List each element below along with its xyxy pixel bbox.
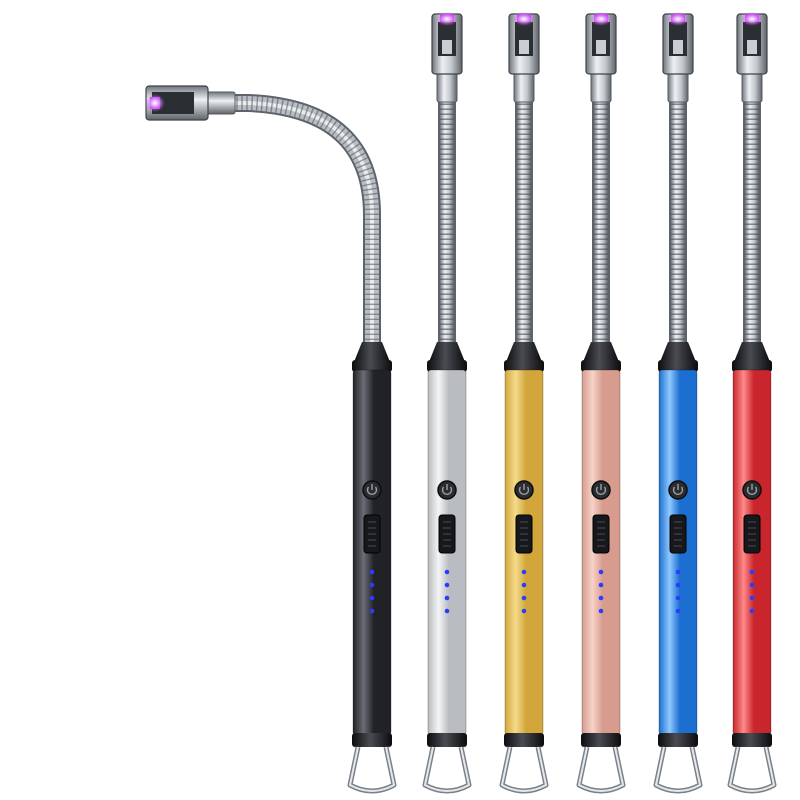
power-icon bbox=[366, 486, 378, 496]
head-neck bbox=[204, 91, 236, 115]
lighter-gold bbox=[499, 12, 549, 794]
flexible-hose bbox=[232, 96, 379, 345]
power-icon bbox=[595, 486, 607, 496]
battery-led bbox=[521, 569, 527, 575]
hose-coils bbox=[594, 100, 608, 346]
arc-glow bbox=[436, 12, 458, 26]
battery-led bbox=[369, 582, 375, 588]
battery-led bbox=[444, 569, 450, 575]
battery-led bbox=[675, 608, 681, 614]
battery-led bbox=[598, 608, 604, 614]
top-cap bbox=[732, 360, 772, 372]
arc-head-slot bbox=[442, 40, 452, 54]
hanging-ring-highlight bbox=[729, 746, 775, 792]
lighter-rose-gold bbox=[576, 12, 626, 794]
lighter-black bbox=[145, 85, 397, 794]
arc-glow bbox=[590, 12, 612, 26]
power-icon bbox=[672, 486, 684, 496]
hose-coils bbox=[671, 100, 685, 346]
top-cap bbox=[581, 360, 621, 372]
battery-led bbox=[369, 595, 375, 601]
battery-led bbox=[749, 595, 755, 601]
bottom-cap bbox=[732, 733, 772, 747]
arc-head-slot bbox=[519, 40, 529, 54]
battery-led bbox=[749, 608, 755, 614]
battery-led bbox=[598, 569, 604, 575]
top-cap bbox=[427, 360, 467, 372]
arc-glow bbox=[145, 94, 165, 112]
battery-led bbox=[598, 582, 604, 588]
top-collar bbox=[583, 342, 619, 362]
lighter-group bbox=[145, 12, 777, 794]
top-collar bbox=[734, 342, 770, 362]
top-cap bbox=[352, 360, 392, 372]
top-collar bbox=[660, 342, 696, 362]
top-collar bbox=[506, 342, 542, 362]
bottom-cap bbox=[427, 733, 467, 747]
top-cap bbox=[504, 360, 544, 372]
lighter-red bbox=[727, 12, 777, 794]
power-icon bbox=[746, 486, 758, 496]
battery-led bbox=[444, 582, 450, 588]
arc-head-slot bbox=[673, 40, 683, 54]
battery-led bbox=[521, 582, 527, 588]
battery-led bbox=[521, 608, 527, 614]
battery-led bbox=[675, 569, 681, 575]
head-neck bbox=[436, 71, 458, 103]
arc-head-slot bbox=[596, 40, 606, 54]
hanging-ring-highlight bbox=[655, 746, 701, 792]
battery-led bbox=[521, 595, 527, 601]
arc-glow bbox=[667, 12, 689, 26]
battery-led bbox=[369, 569, 375, 575]
hose-coils bbox=[517, 100, 531, 346]
arc-glow bbox=[741, 12, 763, 26]
bottom-cap bbox=[658, 733, 698, 747]
hanging-ring-highlight bbox=[578, 746, 624, 792]
head-neck bbox=[741, 71, 763, 103]
top-collar bbox=[429, 342, 465, 362]
arc-head-slot bbox=[747, 40, 757, 54]
head-neck bbox=[590, 71, 612, 103]
power-icon bbox=[441, 486, 453, 496]
bottom-cap bbox=[581, 733, 621, 747]
battery-led bbox=[675, 595, 681, 601]
battery-led bbox=[749, 582, 755, 588]
hose-coils bbox=[440, 100, 454, 346]
arc-glow bbox=[513, 12, 535, 26]
battery-led bbox=[369, 608, 375, 614]
hose-coils bbox=[745, 100, 759, 346]
hanging-ring-highlight bbox=[501, 746, 547, 792]
power-icon bbox=[518, 486, 530, 496]
battery-led bbox=[675, 582, 681, 588]
lighter-silver bbox=[422, 12, 472, 794]
head-neck bbox=[513, 71, 535, 103]
battery-led bbox=[598, 595, 604, 601]
head-neck bbox=[667, 71, 689, 103]
battery-led bbox=[444, 608, 450, 614]
top-cap bbox=[658, 360, 698, 372]
battery-led bbox=[444, 595, 450, 601]
hanging-ring-highlight bbox=[349, 746, 395, 792]
lighter-blue bbox=[653, 12, 703, 794]
hanging-ring-highlight bbox=[424, 746, 470, 792]
hose-coils bbox=[232, 96, 379, 345]
bottom-cap bbox=[504, 733, 544, 747]
battery-led bbox=[749, 569, 755, 575]
top-collar bbox=[354, 342, 390, 362]
bottom-cap bbox=[352, 733, 392, 747]
